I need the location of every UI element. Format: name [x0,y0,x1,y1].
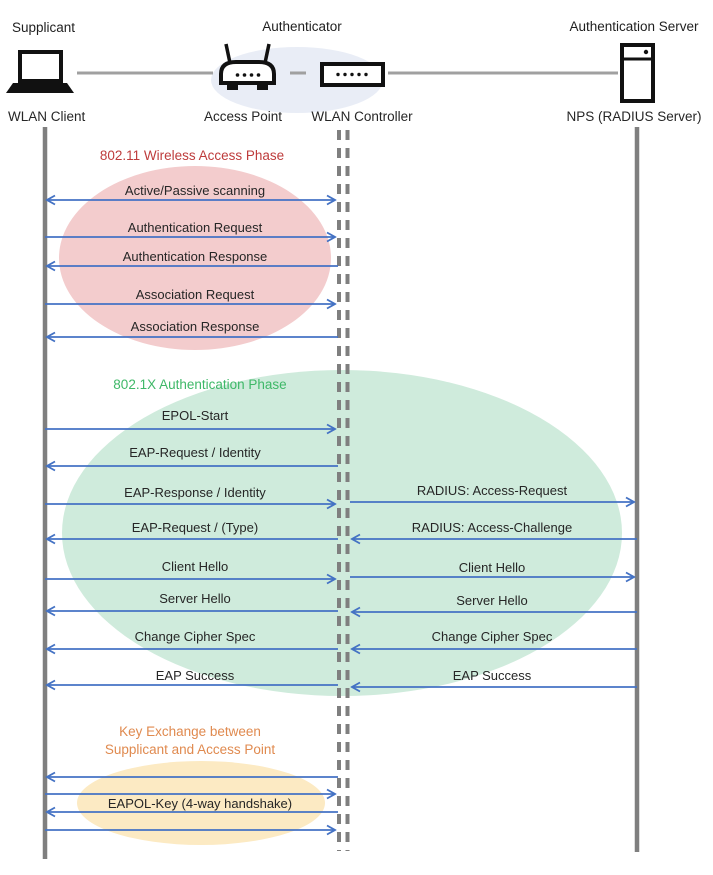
key-exchange-phase-ellipse [77,761,325,845]
auth-server-role-label: Authentication Server [569,19,699,34]
phase3-title-line2: Supplicant and Access Point [105,742,276,757]
msg-eapol-key-label: EAPOL-Key (4-way handshake) [108,796,292,811]
msg-change-cipher-left-label: Change Cipher Spec [135,629,256,644]
msg-auth-response-label: Authentication Response [123,249,268,264]
msg-epol-start-label: EPOL-Start [162,408,229,423]
laptop-icon [6,50,74,93]
wlan-controller-label: WLAN Controller [311,109,413,124]
msg-eap-request-type-label: EAP-Request / (Type) [132,520,258,535]
msg-client-hello-left-label: Client Hello [162,559,228,574]
msg-eap-success-left-label: EAP Success [156,668,235,683]
msg-auth-request-label: Authentication Request [128,220,263,235]
phase1-title: 802.11 Wireless Access Phase [100,148,284,163]
msg-radius-access-request-label: RADIUS: Access-Request [417,483,568,498]
msg-eap-success-right-label: EAP Success [453,668,532,683]
msg-scanning-label: Active/Passive scanning [125,183,265,198]
access-point-icon [219,43,276,90]
wlan-client-label: WLAN Client [8,109,86,124]
access-point-label: Access Point [204,109,282,124]
msg-server-hello-right-label: Server Hello [456,593,528,608]
msg-assoc-request-label: Association Request [136,287,255,302]
server-icon [620,43,655,103]
phase3-title-line1: Key Exchange between [119,724,261,739]
msg-assoc-response-label: Association Response [131,319,260,334]
authentication-phase-ellipse [62,370,622,696]
supplicant-role-label: Supplicant [12,20,75,35]
msg-eap-request-identity-label: EAP-Request / Identity [129,445,261,460]
msg-eap-response-identity-label: EAP-Response / Identity [124,485,266,500]
authenticator-role-label: Authenticator [262,19,342,34]
phase2-title: 802.1X Authentication Phase [113,377,286,392]
msg-radius-access-challenge-label: RADIUS: Access-Challenge [412,520,572,535]
wlan-controller-icon [320,62,385,87]
msg-client-hello-right-label: Client Hello [459,560,525,575]
nps-label: NPS (RADIUS Server) [566,109,701,124]
msg-change-cipher-right-label: Change Cipher Spec [432,629,553,644]
msg-server-hello-left-label: Server Hello [159,591,231,606]
